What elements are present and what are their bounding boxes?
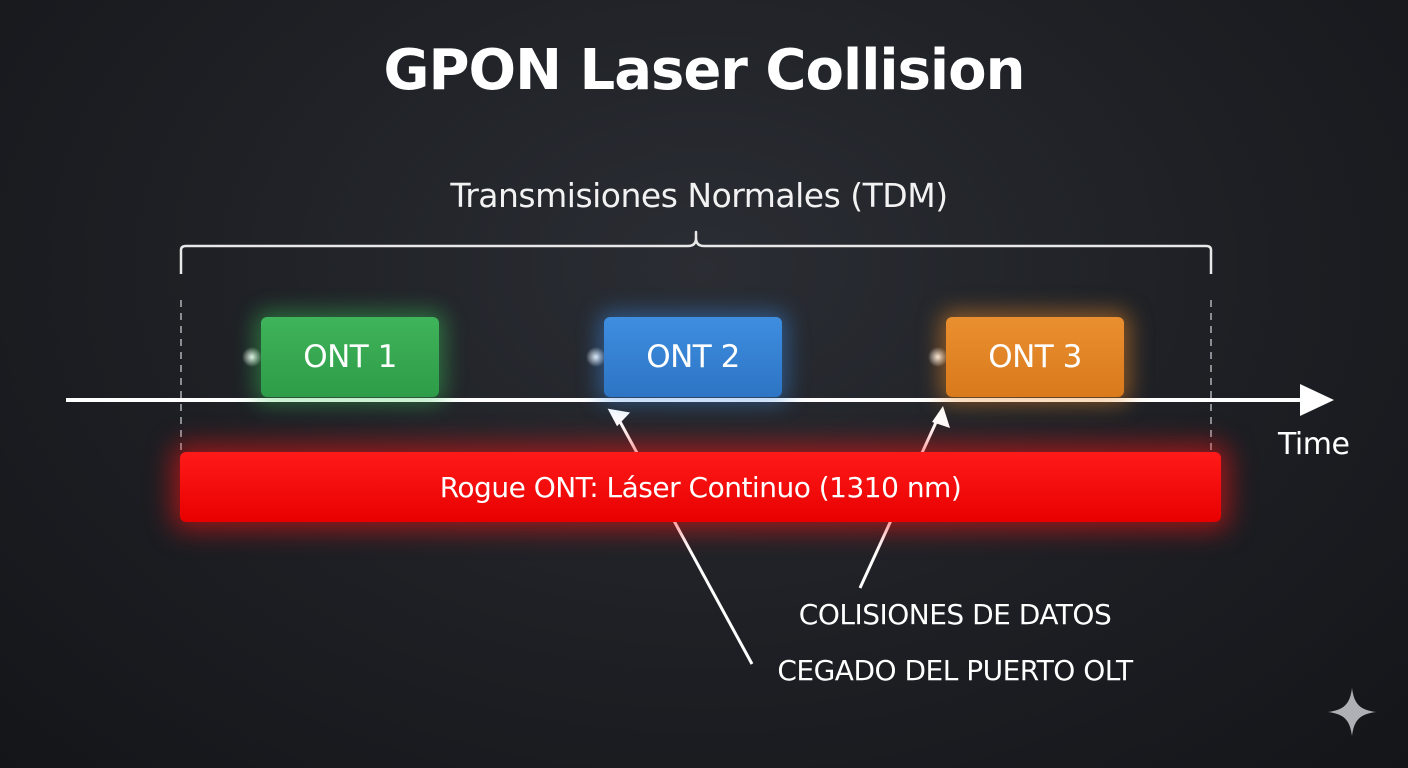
ont-3-box: ONT 3 <box>946 317 1124 397</box>
rogue-ont-label: Rogue ONT: Láser Continuo (1310 nm) <box>439 470 962 504</box>
rogue-ont-bar: Rogue ONT: Láser Continuo (1310 nm) <box>180 452 1221 522</box>
time-axis-label: Time <box>1278 427 1350 462</box>
ont-2-label: ONT 2 <box>646 339 740 375</box>
collision-callout-line-1: COLISIONES DE DATOS <box>798 598 1112 631</box>
orange-flare-icon <box>928 347 948 367</box>
blue-flare-icon <box>586 347 606 367</box>
collision-arrowhead-left-icon <box>607 408 631 427</box>
sparkle-icon <box>1328 688 1376 736</box>
collision-callout-line-2: CEGADO DEL PUERTO OLT <box>777 654 1133 687</box>
tdm-bracket-label: Transmisiones Normales (TDM) <box>450 176 948 215</box>
diagram-title: GPON Laser Collision <box>383 38 1026 103</box>
time-axis-arrowhead-icon <box>1300 384 1334 416</box>
tdm-bracket <box>179 230 1213 274</box>
ont-2-box: ONT 2 <box>604 317 782 397</box>
ont-1-box: ONT 1 <box>261 317 439 397</box>
ont-1-label: ONT 1 <box>303 339 397 375</box>
green-flare-icon <box>242 347 262 367</box>
collision-arrowhead-right-icon <box>932 406 950 428</box>
ont-3-label: ONT 3 <box>988 339 1082 375</box>
